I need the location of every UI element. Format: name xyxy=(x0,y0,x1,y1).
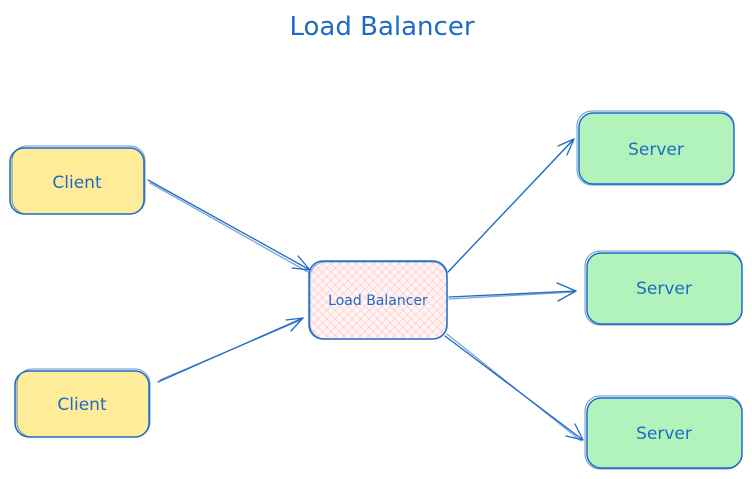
load-balancer-label: Load Balancer xyxy=(328,293,428,309)
load-balancer-node[interactable]: Load Balancer xyxy=(308,260,448,340)
client-label: Client xyxy=(52,173,102,193)
edge-lb-to-server1 xyxy=(447,138,575,273)
server-node-3[interactable]: Server xyxy=(584,395,743,470)
server-label: Server xyxy=(636,279,692,299)
server-node-1[interactable]: Server xyxy=(576,110,735,186)
server-label: Server xyxy=(636,424,692,444)
diagram-title: Load Balancer xyxy=(289,12,474,42)
edge-client1-to-lb xyxy=(147,179,311,273)
client-label: Client xyxy=(57,395,107,415)
edge-lb-to-server2 xyxy=(448,282,577,302)
server-node-2[interactable]: Server xyxy=(584,250,743,326)
edge-lb-to-server3 xyxy=(444,333,584,442)
client-node-2[interactable]: Client xyxy=(14,368,151,438)
client-node-1[interactable]: Client xyxy=(9,145,146,215)
server-label: Server xyxy=(628,140,684,160)
edge-client2-to-lb xyxy=(157,317,304,383)
